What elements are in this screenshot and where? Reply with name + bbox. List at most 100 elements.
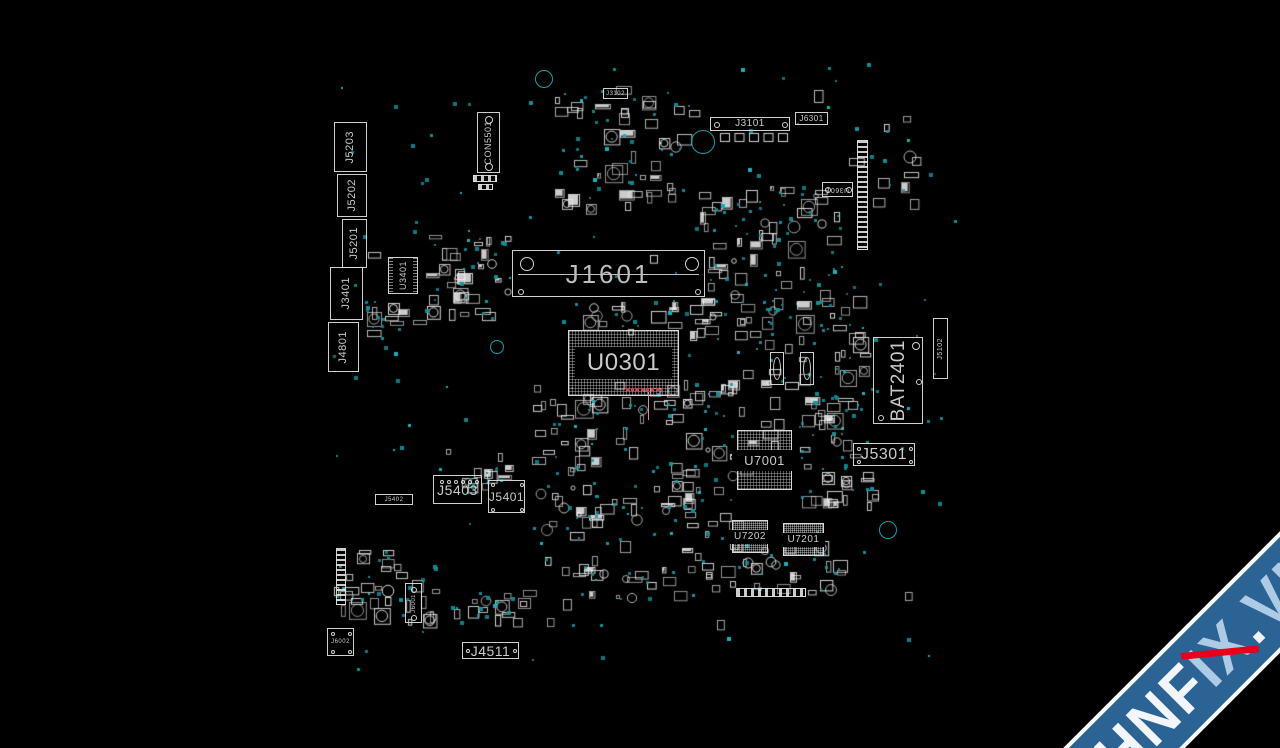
component-J5102[interactable]: J5102 <box>933 318 948 379</box>
component-label: J5203 <box>344 130 356 164</box>
mounting-hole <box>461 480 465 484</box>
component-outline-6[interactable] <box>473 175 497 182</box>
mounting-hole <box>447 480 451 484</box>
mounting-hole <box>518 289 524 295</box>
component-label: J5301 <box>860 445 908 463</box>
component-J3102[interactable]: J3102 <box>603 88 628 99</box>
component-label: J4801 <box>337 330 349 364</box>
plated-hole-ring <box>535 70 553 88</box>
component-U3401[interactable]: U3401 <box>388 257 418 294</box>
mounting-hole <box>878 415 884 421</box>
component-label: U7201 <box>781 532 826 547</box>
component-J1601[interactable]: J1601 <box>512 250 705 297</box>
mounting-hole <box>857 447 861 451</box>
mounting-hole <box>331 650 335 654</box>
mounting-hole <box>466 649 470 653</box>
component-U3601[interactable]: U3601 <box>822 182 853 197</box>
component-J5201[interactable]: J5201 <box>342 219 367 268</box>
component-label: J6001 <box>410 593 417 613</box>
mounting-hole <box>520 483 524 487</box>
component-label: J5201 <box>348 227 360 260</box>
component-J6001[interactable]: J6001 <box>405 583 422 623</box>
plated-hole-ring <box>490 340 504 354</box>
mounting-hole <box>909 460 913 464</box>
component-label: J5403 <box>437 481 478 498</box>
component-BAT2401[interactable]: BAT2401 <box>873 337 923 424</box>
mounting-hole <box>685 257 699 271</box>
mounting-hole <box>454 480 458 484</box>
component-outline-30[interactable] <box>736 588 806 597</box>
component-J5301[interactable]: J5301 <box>853 443 915 466</box>
component-label: J6301 <box>799 113 824 123</box>
mounting-hole <box>916 379 922 385</box>
component-J5402[interactable]: J5402 <box>375 494 413 505</box>
component-J4511[interactable]: J4511 <box>462 642 519 659</box>
mounting-hole <box>695 289 701 295</box>
component-label: J5202 <box>345 179 358 212</box>
mounting-hole <box>491 508 495 512</box>
component-outline-12[interactable] <box>857 140 868 250</box>
component-label: J5402 <box>384 496 404 503</box>
mounting-hole <box>782 122 788 128</box>
component-label: J5102 <box>937 337 944 360</box>
mounting-hole <box>714 122 720 128</box>
mounting-hole <box>411 615 417 621</box>
component-label: J3401 <box>340 277 352 310</box>
component-label: U0301 <box>574 347 673 379</box>
component-J5401[interactable]: J5401 <box>488 480 525 513</box>
mounting-hole <box>912 342 920 350</box>
selected-net-tag <box>626 388 662 391</box>
mounting-hole <box>491 483 495 487</box>
mounting-hole <box>513 649 517 653</box>
mounting-hole <box>348 632 352 636</box>
component-U7201[interactable]: U7201 <box>781 523 826 556</box>
component-J6002[interactable]: J6002 <box>327 628 354 656</box>
mounting-hole <box>411 587 417 593</box>
component-outline-21[interactable] <box>800 352 814 385</box>
mounting-hole <box>857 460 861 464</box>
mounting-hole <box>440 480 444 484</box>
component-U0301[interactable]: U0301 <box>568 330 679 396</box>
component-label: J3102 <box>606 90 625 97</box>
mounting-hole <box>475 480 479 484</box>
mounting-hole <box>485 163 493 171</box>
component-outline-20[interactable] <box>770 352 784 385</box>
component-label: U3601 <box>825 186 850 193</box>
component-J5403[interactable]: J5403 <box>433 475 482 504</box>
selected-net-line <box>648 392 649 420</box>
plated-hole-ring <box>691 130 715 154</box>
component-label: U7202 <box>728 529 772 544</box>
mounting-hole <box>846 187 852 193</box>
component-label: J6002 <box>331 639 350 645</box>
mounting-hole <box>331 632 335 636</box>
mounting-hole <box>485 116 493 124</box>
component-J3101[interactable]: J3101 <box>710 117 790 131</box>
mounting-hole <box>468 480 472 484</box>
component-J6301[interactable]: J6301 <box>795 112 828 125</box>
component-label: U3401 <box>397 260 408 291</box>
component-U7202[interactable]: U7202 <box>728 520 772 553</box>
component-label: J5401 <box>488 489 525 504</box>
component-label: J1601 <box>565 258 652 289</box>
component-CON5501[interactable]: CON5501 <box>477 112 500 173</box>
component-outline-7[interactable] <box>478 184 493 190</box>
component-label: J3101 <box>735 118 765 129</box>
component-label: J4511 <box>470 642 511 659</box>
plated-hole-ring <box>879 521 897 539</box>
component-outline-31[interactable] <box>336 548 346 605</box>
component-J4801[interactable]: J4801 <box>328 322 359 372</box>
connector-midline <box>518 273 699 275</box>
component-J5203[interactable]: J5203 <box>334 122 367 172</box>
component-label: BAT2401 <box>887 339 909 422</box>
component-U7001[interactable]: U7001 <box>732 430 797 490</box>
mounting-hole <box>520 508 524 512</box>
mounting-hole <box>520 257 534 271</box>
component-J3401[interactable]: J3401 <box>330 267 363 320</box>
mounting-hole <box>909 447 913 451</box>
mounting-hole <box>348 650 352 654</box>
component-label: CON5501 <box>483 120 493 165</box>
component-J5202[interactable]: J5202 <box>337 174 367 217</box>
mounting-hole <box>825 187 831 193</box>
